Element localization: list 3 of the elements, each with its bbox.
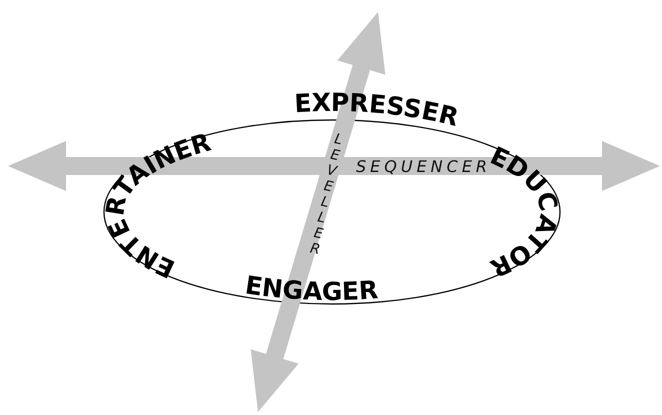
axis-label: SEQUENCER [356, 157, 492, 176]
axis-label: ENGAGER [243, 270, 379, 306]
axis-label: EXPRESSER [294, 88, 462, 132]
